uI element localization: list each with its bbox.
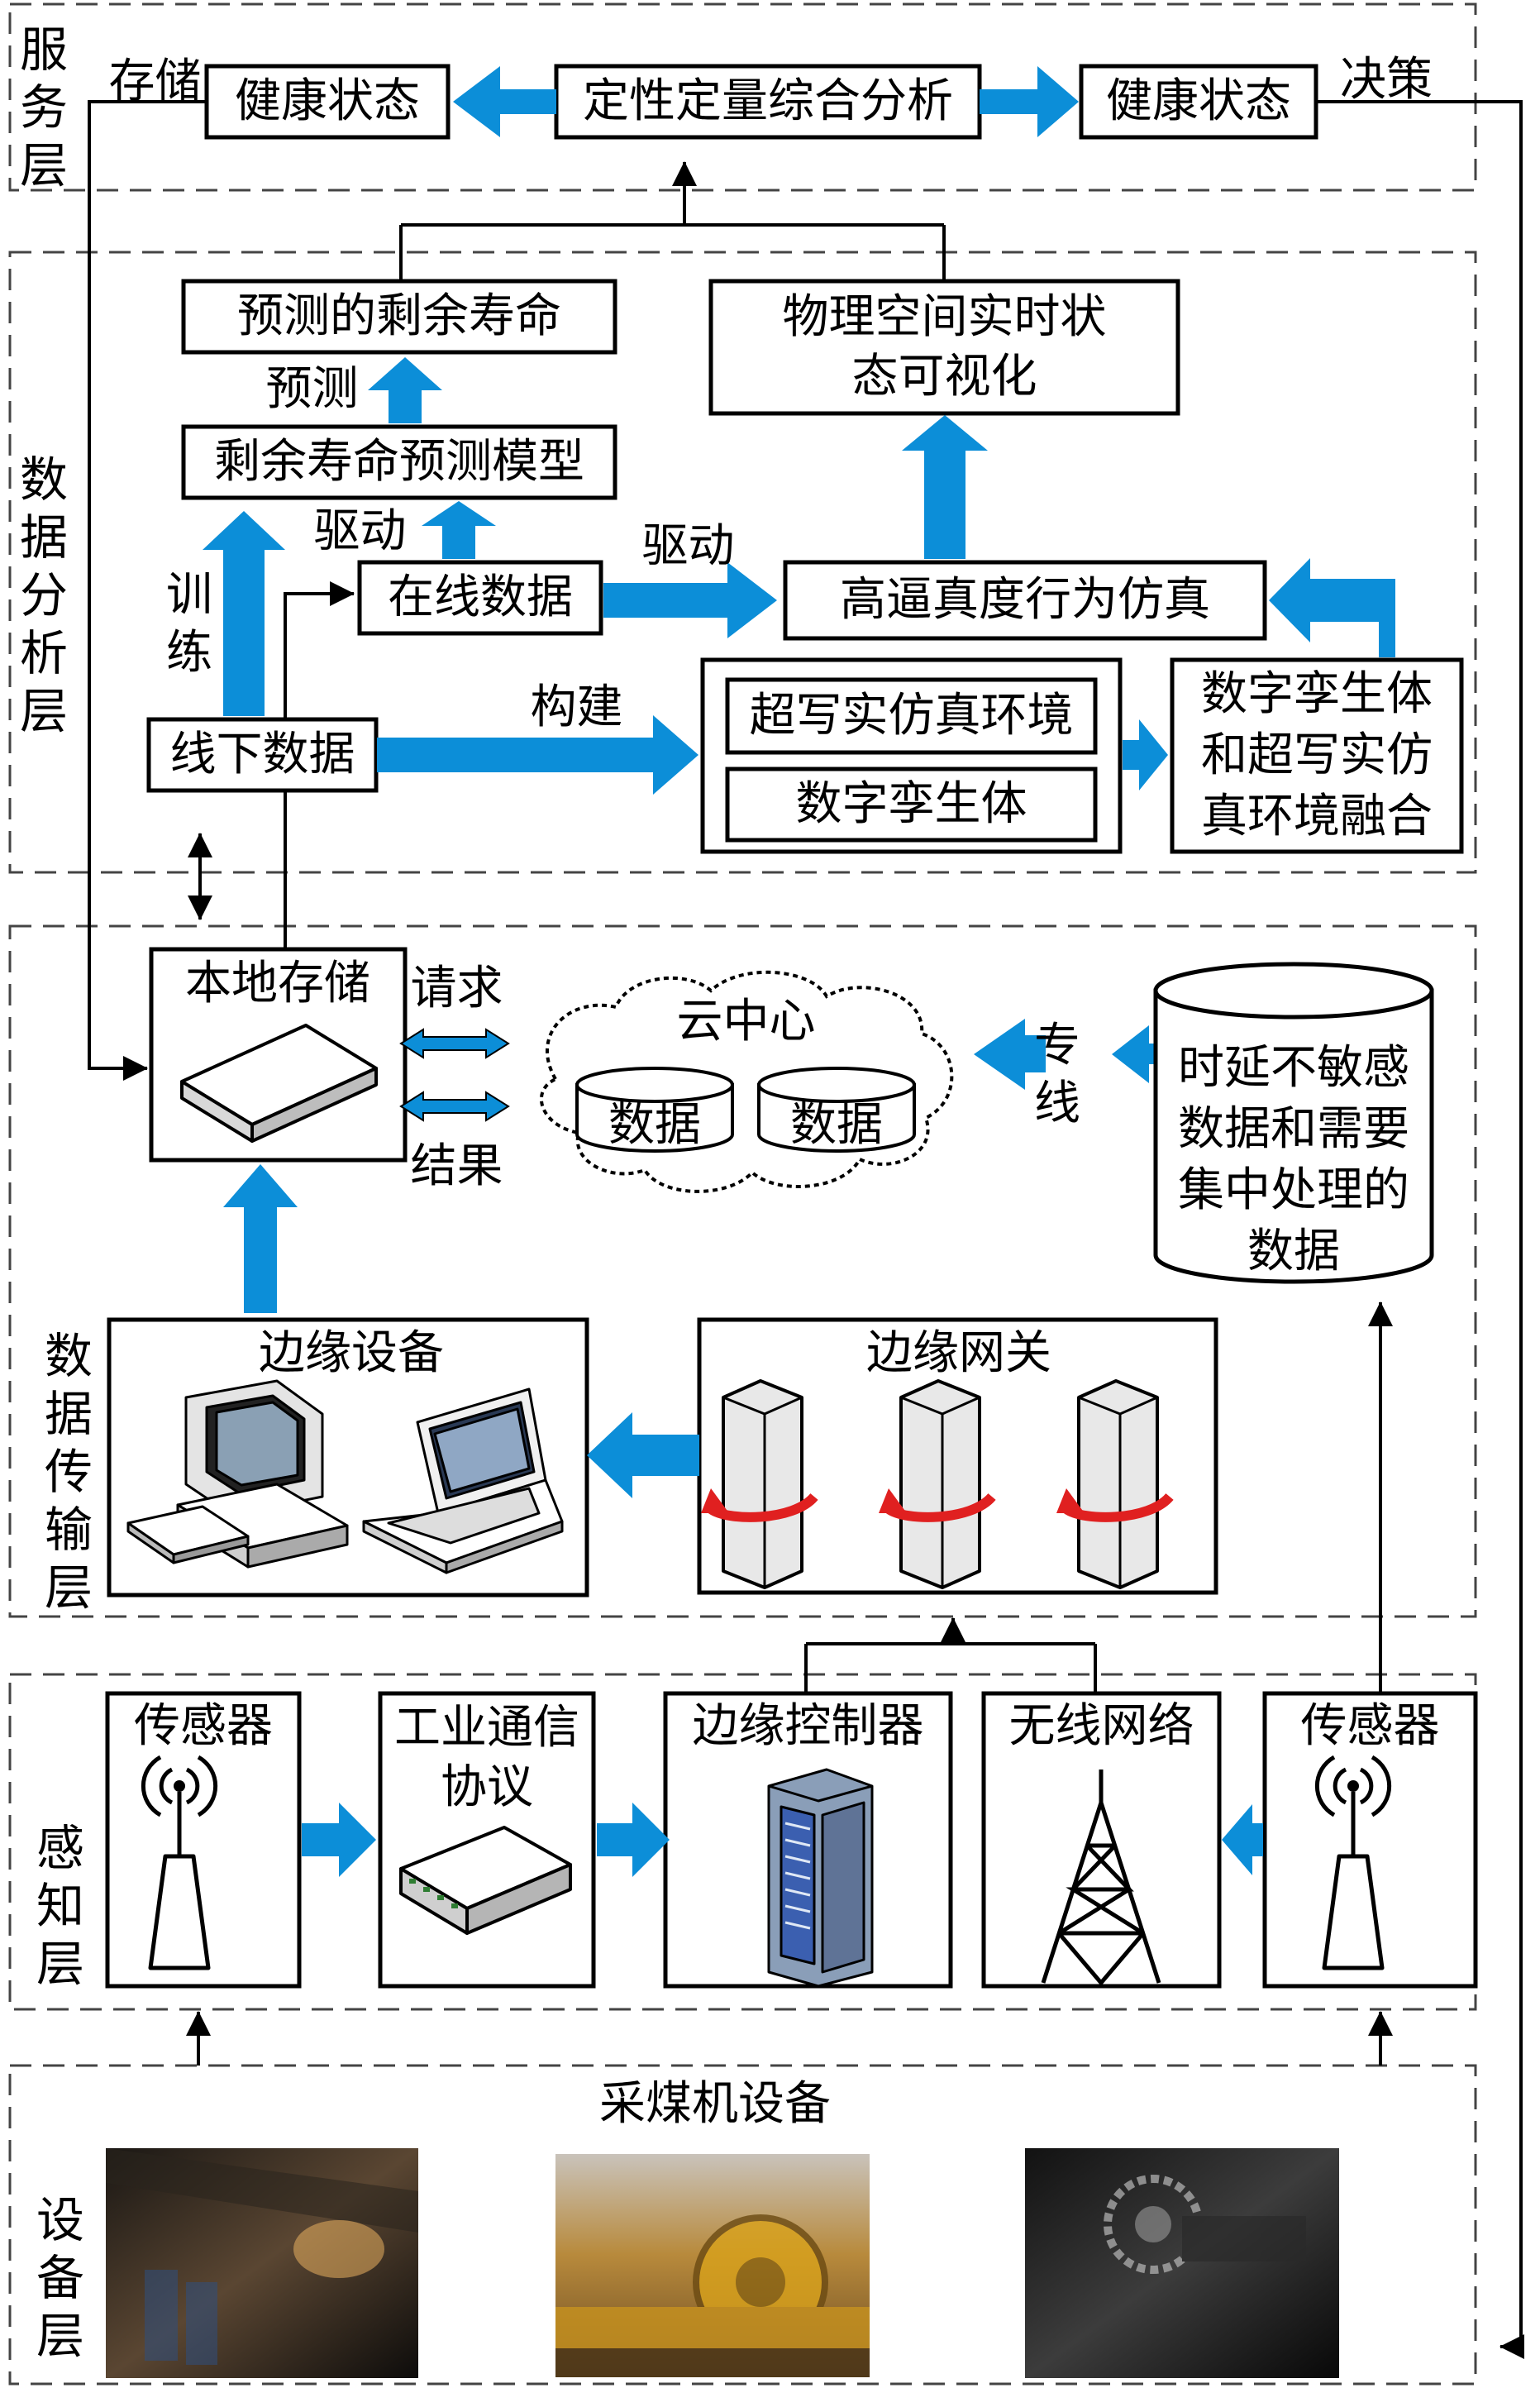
local-storage-title: 本地存储 xyxy=(185,957,370,1010)
layer-label-service: 服务层 xyxy=(19,21,68,193)
edge-devices-title: 边缘设备 xyxy=(259,1326,444,1380)
store-label: 存储 xyxy=(108,55,202,108)
shearer-equipment-title: 采煤机设备 xyxy=(599,2077,831,2131)
dedicated-line-label: 专线 xyxy=(1034,1019,1080,1130)
wireless-network-title: 无线网络 xyxy=(1008,1699,1194,1753)
cloud-center-label: 云中心 xyxy=(676,995,816,1048)
sensor-title-left: 传感器 xyxy=(134,1699,273,1753)
sensor-icon-left xyxy=(141,1755,218,1970)
request-label: 请求 xyxy=(410,962,503,1015)
fusion-box: 数字孪生体和超写实仿真环境融合 xyxy=(1201,667,1433,843)
desktop-computer-icon xyxy=(126,1379,349,1569)
boxes xyxy=(105,64,1478,1989)
network-switch-icon xyxy=(399,1826,572,1935)
edge-controller-server-icon xyxy=(767,1768,874,1988)
server-rack-1 xyxy=(701,1379,818,1589)
request-result-arrows xyxy=(399,1028,510,1122)
sensor-icon-right xyxy=(1314,1755,1392,1970)
visualization-box: 物理空间实时状态可视化 xyxy=(782,290,1107,404)
sensor-title-right: 传感器 xyxy=(1300,1699,1440,1753)
drive-label-model: 驱动 xyxy=(313,504,407,558)
layer-frames xyxy=(8,2,1477,2386)
predict-label: 预测 xyxy=(265,362,359,416)
layer-label-perception: 感知层 xyxy=(36,1820,84,1992)
comprehensive-analysis-box: 定性定量综合分析 xyxy=(583,74,953,128)
equipment-photos xyxy=(106,2148,1339,2378)
cloud-icon xyxy=(540,970,954,1193)
predicted-rul-box: 预测的剩余寿命 xyxy=(237,289,561,343)
router-icon xyxy=(180,1024,378,1143)
health-status-box-right: 健康状态 xyxy=(1106,74,1291,128)
layer-label-analysis: 数据分析层 xyxy=(19,451,68,739)
online-data-box: 在线数据 xyxy=(388,571,573,624)
layer-label-equipment: 设备层 xyxy=(36,2192,84,2364)
edge-gateway-title: 边缘网关 xyxy=(866,1326,1051,1380)
health-status-box-left: 健康状态 xyxy=(235,74,420,128)
simulation-box: 高逼真度行为仿真 xyxy=(840,573,1210,627)
result-label: 结果 xyxy=(410,1139,503,1193)
connector-lines xyxy=(88,100,1524,2359)
server-rack-2 xyxy=(879,1379,996,1589)
decision-label: 决策 xyxy=(1340,53,1433,107)
edge-controller-title: 边缘控制器 xyxy=(692,1699,924,1753)
train-label: 训练 xyxy=(166,568,212,680)
hyper-real-env-box: 超写实仿真环境 xyxy=(749,689,1074,743)
analysis-layer-frame xyxy=(8,251,1477,874)
transmission-layer-frame xyxy=(8,924,1477,1618)
rul-model-box: 剩余寿命预测模型 xyxy=(214,435,584,489)
cloud-data-label-1: 数据 xyxy=(608,1098,701,1152)
server-rack-icons xyxy=(701,1379,1174,1589)
blue-arrows xyxy=(203,66,1395,1877)
cloud-data-label-2: 数据 xyxy=(790,1098,883,1152)
laptop-icon xyxy=(362,1387,564,1574)
server-rack-3 xyxy=(1056,1379,1174,1589)
build-label: 构建 xyxy=(530,681,623,734)
equipment-layer-frame xyxy=(8,2064,1477,2386)
offline-data-box: 线下数据 xyxy=(169,728,355,781)
digital-twin-box: 数字孪生体 xyxy=(795,777,1027,831)
database-cylinder xyxy=(1153,962,1434,1284)
drive-label-simulation: 驱动 xyxy=(641,519,735,573)
latency-insensitive-data-label: 时延不敏感数据和需要集中处理的数据 xyxy=(1178,1041,1409,1278)
layer-label-transmission: 数据传输层 xyxy=(44,1328,93,1616)
radio-tower-icon xyxy=(1041,1770,1161,1986)
service-layer-frame xyxy=(8,2,1477,192)
industrial-protocol-title: 工业通信协议 xyxy=(394,1701,579,1814)
